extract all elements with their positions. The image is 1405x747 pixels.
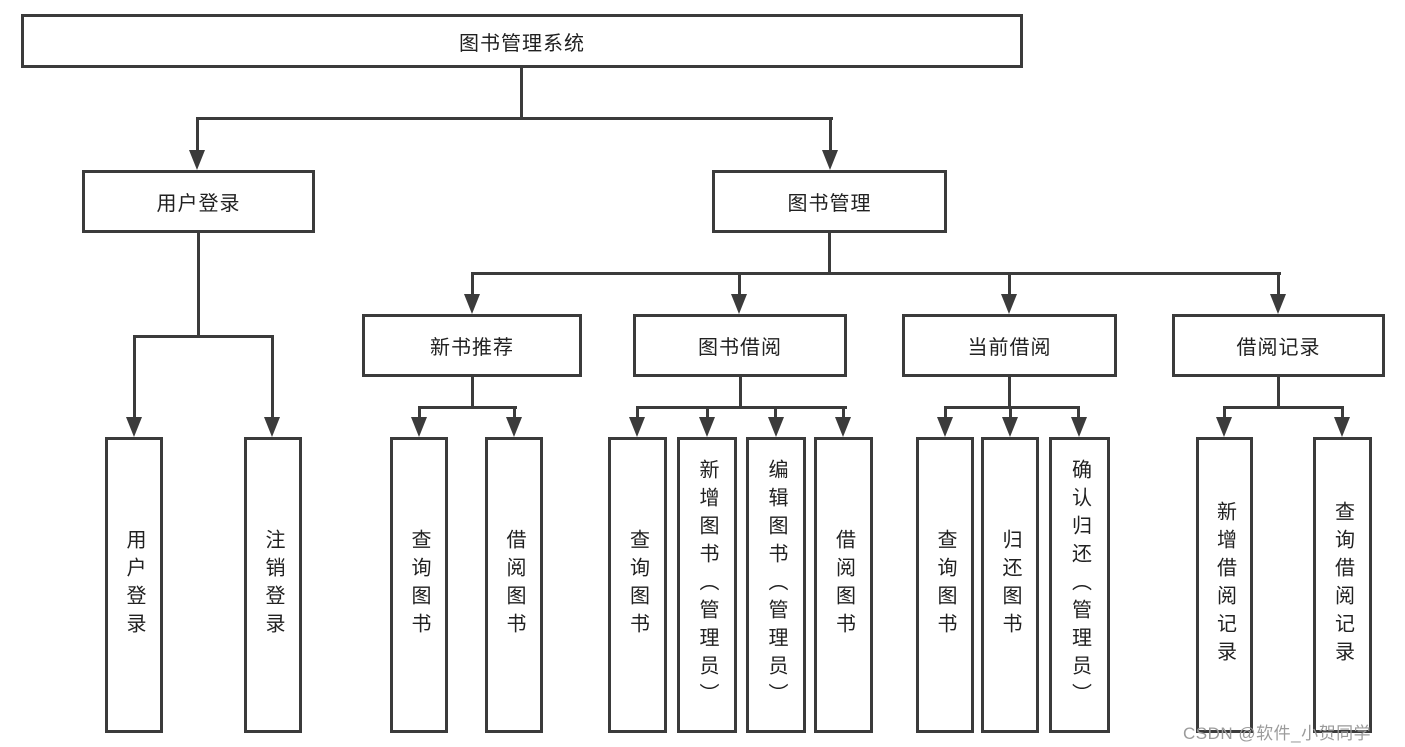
node-borrowing-records: 借阅记录 <box>1172 314 1385 377</box>
node-book-borrowing-label: 图书借阅 <box>698 337 782 359</box>
node-leaf-nb-query-book-label: 查询图书 <box>408 529 430 641</box>
node-leaf-cb-query-book: 查询图书 <box>916 437 974 733</box>
node-book-borrowing: 图书借阅 <box>633 314 847 377</box>
arrow-down-icon <box>1216 417 1232 437</box>
node-leaf-cb-confirm-return: 确认归还（管理员） <box>1049 437 1110 733</box>
connector-line <box>513 406 516 419</box>
connector-line <box>774 406 777 419</box>
arrow-down-icon <box>1270 294 1286 314</box>
node-leaf-cb-confirm-return-label: 确认归还（管理员） <box>1068 459 1091 711</box>
node-leaf-br-query-record-label: 查询借阅记录 <box>1331 501 1354 669</box>
connector-line <box>471 377 474 408</box>
arrow-down-icon <box>629 417 645 437</box>
arrow-down-icon <box>768 417 784 437</box>
arrow-down-icon <box>189 150 205 170</box>
node-book-mgmt: 图书管理 <box>712 170 947 233</box>
connector-line <box>471 272 474 295</box>
node-leaf-br-add-record-label: 新增借阅记录 <box>1213 501 1236 669</box>
node-leaf-cb-return-book-label: 归还图书 <box>999 529 1021 641</box>
node-leaf-bb-edit-book: 编辑图书（管理员） <box>746 437 806 733</box>
node-leaf-cb-query-book-label: 查询图书 <box>934 529 956 641</box>
connector-line <box>1223 406 1344 409</box>
node-current-borrowing: 当前借阅 <box>902 314 1117 377</box>
connector-line <box>1277 272 1280 295</box>
node-borrowing-records-label: 借阅记录 <box>1236 337 1321 359</box>
node-leaf-br-add-record: 新增借阅记录 <box>1196 437 1253 733</box>
arrow-down-icon <box>506 417 522 437</box>
connector-line <box>706 406 709 419</box>
node-leaf-bb-borrow-book-label: 借阅图书 <box>832 529 855 641</box>
node-leaf-logout-label: 注销登录 <box>262 529 284 641</box>
node-leaf-br-query-record: 查询借阅记录 <box>1313 437 1372 733</box>
connector-line <box>1008 272 1011 295</box>
node-leaf-user-login-label: 用户登录 <box>123 529 145 641</box>
connector-line <box>636 406 639 419</box>
node-leaf-bb-edit-book-label: 编辑图书（管理员） <box>765 459 787 711</box>
connector-line <box>196 117 199 151</box>
connector-line <box>196 117 833 120</box>
arrow-down-icon <box>1002 417 1018 437</box>
node-root: 图书管理系统 <box>21 14 1023 68</box>
node-leaf-bb-query-book-label: 查询图书 <box>626 529 649 641</box>
connector-line <box>1277 377 1280 408</box>
arrow-down-icon <box>264 417 280 437</box>
connector-line <box>133 335 136 418</box>
arrow-down-icon <box>411 417 427 437</box>
node-user-login-label: 用户登录 <box>156 193 241 215</box>
connector-line <box>520 68 523 120</box>
node-book-mgmt-label: 图书管理 <box>787 193 872 215</box>
arrow-down-icon <box>1071 417 1087 437</box>
connector-line <box>418 406 517 409</box>
connector-line <box>1223 406 1226 419</box>
node-leaf-bb-query-book: 查询图书 <box>608 437 667 733</box>
csdn-watermark: CSDN @软件_小贺同学 <box>1183 724 1372 743</box>
arrow-down-icon <box>937 417 953 437</box>
node-leaf-bb-borrow-book: 借阅图书 <box>814 437 873 733</box>
node-leaf-bb-add-book: 新增图书（管理员） <box>677 437 737 733</box>
arrow-down-icon <box>126 417 142 437</box>
connector-line <box>739 377 742 408</box>
connector-line <box>636 406 847 409</box>
connector-line <box>944 406 1080 409</box>
node-leaf-nb-borrow-book: 借阅图书 <box>485 437 543 733</box>
connector-line <box>197 233 200 337</box>
connector-line <box>1008 377 1011 408</box>
connector-line <box>1341 406 1344 419</box>
arrow-down-icon <box>699 417 715 437</box>
arrow-down-icon <box>731 294 747 314</box>
node-leaf-logout: 注销登录 <box>244 437 302 733</box>
node-leaf-bb-add-book-label: 新增图书（管理员） <box>696 459 718 711</box>
arrow-down-icon <box>835 417 851 437</box>
arrow-down-icon <box>822 150 838 170</box>
node-root-label: 图书管理系统 <box>459 32 585 55</box>
connector-line <box>944 406 947 419</box>
connector-line <box>829 117 832 151</box>
connector-line <box>271 335 274 418</box>
node-current-borrowing-label: 当前借阅 <box>967 337 1052 359</box>
connector-line <box>133 335 274 338</box>
node-new-book-rec-label: 新书推荐 <box>430 337 514 359</box>
node-leaf-nb-borrow-book-label: 借阅图书 <box>503 529 525 641</box>
connector-line <box>471 272 1281 275</box>
node-new-book-rec: 新书推荐 <box>362 314 582 377</box>
arrow-down-icon <box>1334 417 1350 437</box>
node-leaf-user-login: 用户登录 <box>105 437 163 733</box>
connector-line <box>738 272 741 295</box>
connector-line <box>828 233 831 274</box>
node-user-login: 用户登录 <box>82 170 315 233</box>
node-leaf-nb-query-book: 查询图书 <box>390 437 448 733</box>
connector-line <box>842 406 845 419</box>
arrow-down-icon <box>1001 294 1017 314</box>
connector-line <box>1077 406 1080 419</box>
connector-line <box>418 406 421 419</box>
node-leaf-cb-return-book: 归还图书 <box>981 437 1039 733</box>
arrow-down-icon <box>464 294 480 314</box>
connector-line <box>1009 406 1012 419</box>
